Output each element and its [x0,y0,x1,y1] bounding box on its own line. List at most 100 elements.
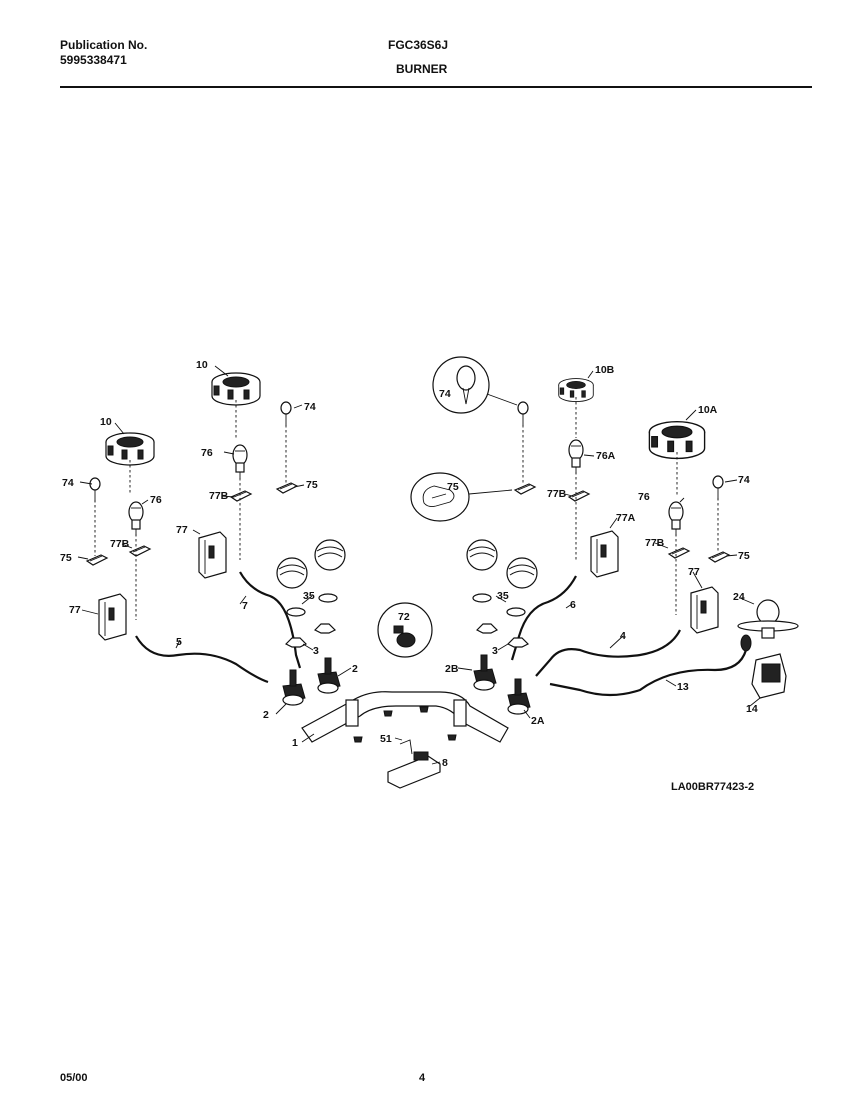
header-rule [60,86,812,88]
callout-75-leader [468,489,513,495]
orifice-76a [568,439,584,475]
bracket-77-right [690,586,719,634]
screw-manifold-c [353,736,363,743]
bezel-3-right-b [507,637,529,648]
label-4: 4 [620,630,626,642]
callout-74-leader [486,393,518,406]
knob-right-outer [506,557,538,589]
label-72: 72 [398,611,410,623]
knob-left-outer [276,557,308,589]
section-title: BURNER [396,62,448,76]
label-74-front-left: 74 [62,477,74,489]
bezel-3-right-a [476,623,498,634]
clip-75-right [708,551,730,563]
assembly-center-lines [94,397,719,620]
module-terminal [413,751,429,761]
label-10b: 10B [595,364,615,376]
model-number: FGC36S6J [388,38,449,52]
orifice-76-front-left [128,501,144,537]
tube-5 [135,635,269,684]
label-35-right: 35 [497,590,509,602]
clip-75-front-left [86,554,108,566]
leader-lines [77,365,761,765]
bracket-77-left-rear [198,531,227,579]
label-75-front-left: 75 [60,552,72,564]
label-77-right: 77 [688,566,700,578]
clip-77b-front-left [129,545,151,557]
label-7: 7 [242,600,248,612]
publication-label: Publication No. [60,38,148,52]
callout-75 [410,472,470,522]
diagram-reference-code: LA00BR77423-2 [671,781,754,793]
electrode-74-right [712,475,724,501]
label-77-left-rear: 77 [176,524,188,536]
label-74-callout: 74 [439,388,451,400]
label-35-left: 35 [303,590,315,602]
label-8: 8 [442,757,448,769]
regulator-port [761,663,781,683]
label-76-front-left: 76 [150,494,162,506]
manifold-bracket-left [345,699,359,727]
lamp-base [761,627,775,639]
orifice-76-right [668,501,684,537]
label-10a: 10A [698,404,718,416]
fitting-13 [740,634,752,652]
wire-51 [399,739,413,755]
bezel-3-left-a [285,637,307,648]
tube-13 [549,649,748,697]
washer-35-left-a [286,607,306,617]
valve-2-left-rear [317,657,341,694]
orifice-76-rear-left [232,444,248,480]
label-3-left: 3 [313,645,319,657]
label-75-rear-left: 75 [306,479,318,491]
label-77b-front-left: 77B [110,538,130,550]
label-10-rear-left: 10 [196,359,208,371]
spark-module-8 [387,755,441,789]
electrode-74-rear-left [280,401,292,427]
label-13: 13 [677,681,689,693]
bracket-77a [590,530,619,578]
valve-2b [473,654,497,691]
washer-35-right-b [506,607,526,617]
tube-6 [510,575,577,661]
screw-manifold-b [419,706,429,713]
clip-77b-rear-left [230,490,252,502]
washer-35-left-b [318,593,338,603]
label-2a: 2A [531,715,545,727]
label-1: 1 [292,737,298,749]
knob-left-inner [314,539,346,571]
clip-75-rear-left [276,482,298,494]
callout-72 [377,602,433,658]
bezel-3-left-b [314,623,336,634]
label-3-right: 3 [492,645,498,657]
footer-date: 05/00 [60,1072,88,1084]
label-76a: 76A [596,450,616,462]
footer-page-number: 4 [419,1072,426,1084]
label-14: 14 [746,703,758,715]
label-77b-rear-left: 77B [209,490,229,502]
label-5: 5 [176,636,182,648]
label-77b-center: 77B [547,488,567,500]
valve-2a [507,678,531,715]
screw-manifold-d [447,734,457,741]
manifold-pipe [301,691,509,743]
label-2b: 2B [445,663,459,675]
label-51: 51 [380,733,392,745]
label-2-left-rear: 2 [352,663,358,675]
electrode-74-center [517,401,529,427]
label-75-callout: 75 [447,481,459,493]
manifold-bracket-right [453,699,467,727]
label-74-right: 74 [738,474,750,486]
label-76-right: 76 [638,491,650,503]
label-10-front-left: 10 [100,416,112,428]
valve-2-left-front [282,669,306,706]
tube-4 [535,629,681,677]
publication-number: 5995338471 [60,53,127,67]
label-77a: 77A [616,512,636,524]
label-74-rear-left: 74 [304,401,316,413]
bracket-77-left-front [98,593,127,641]
clip-77b-right [668,547,690,559]
label-2-left-front: 2 [263,709,269,721]
label-77b-right: 77B [645,537,665,549]
